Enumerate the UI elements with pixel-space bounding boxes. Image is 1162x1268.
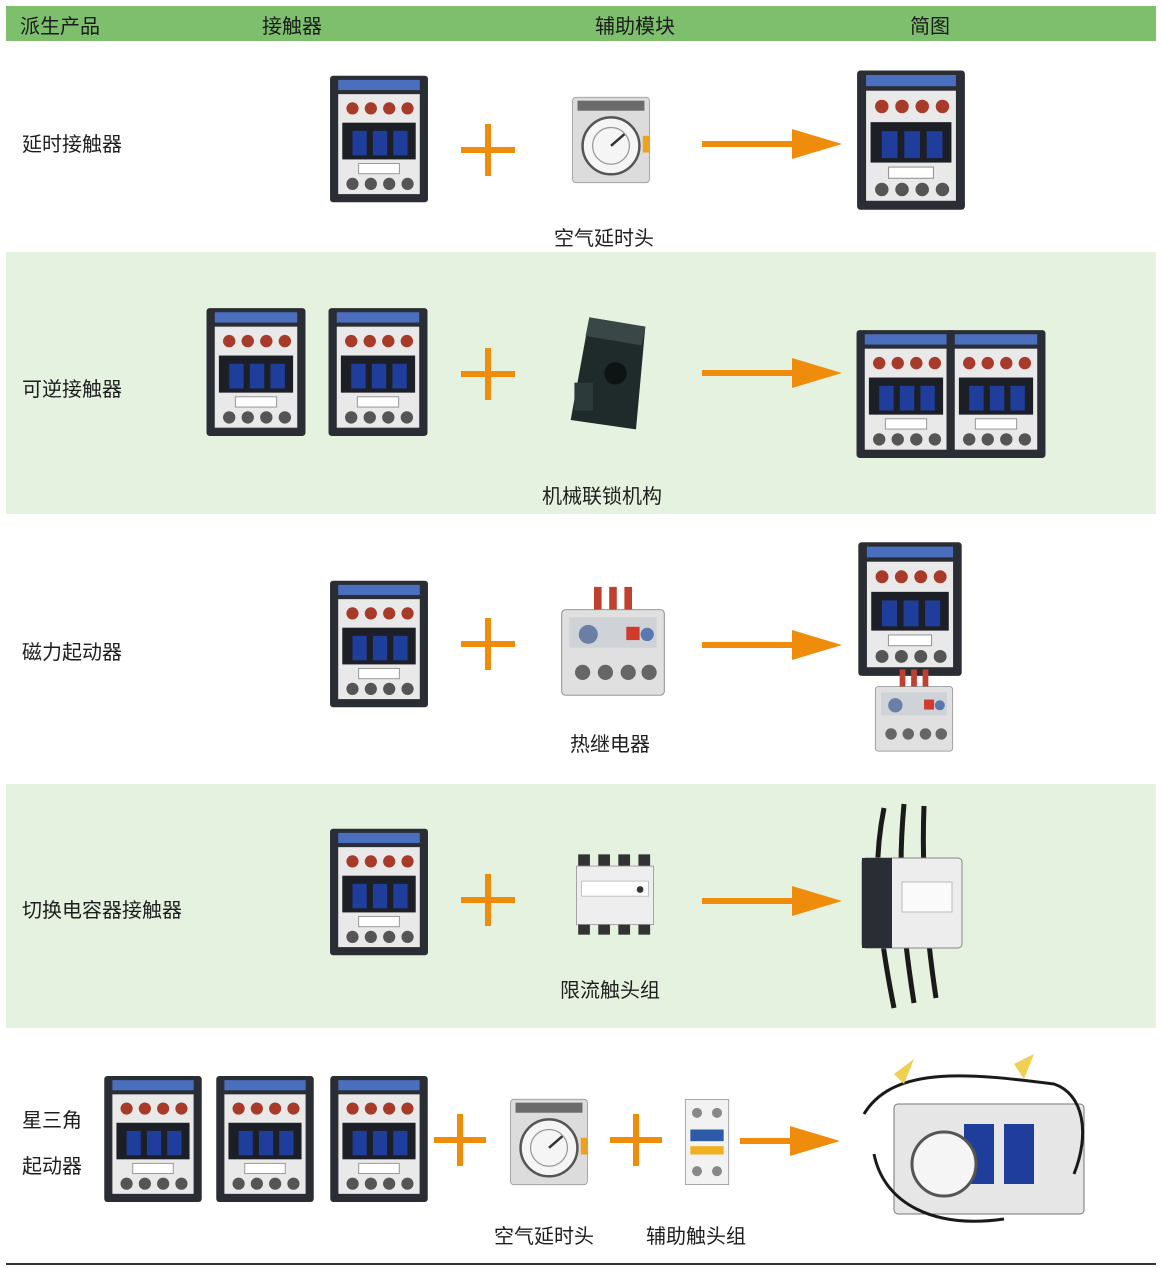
- module-caption: 限流触头组: [560, 978, 660, 1002]
- thermal-relay-icon: [556, 584, 670, 700]
- assembly-icon: [862, 1054, 1085, 1223]
- assembly-icon: [864, 668, 964, 754]
- assembly-icon: [861, 803, 963, 1009]
- arrow-right-icon: [702, 358, 842, 388]
- contactor-icon: [328, 824, 430, 958]
- auxiliary-contact-block-icon: [682, 1096, 732, 1188]
- module-caption: 辅助触头组: [646, 1224, 746, 1248]
- assembly-icon: [854, 326, 958, 460]
- plus-icon: [461, 618, 515, 670]
- time-delay-block-icon: [506, 1096, 592, 1188]
- row-label: 磁力起动器: [22, 640, 122, 664]
- row-label: 延时接触器: [22, 132, 122, 156]
- arrow-right-icon: [740, 1126, 840, 1156]
- arrow-right-icon: [702, 129, 842, 159]
- plus-icon: [610, 1114, 662, 1166]
- header-col-contactor: 接触器: [262, 14, 322, 38]
- table-row: 切换电容器接触器 限流触头组: [6, 784, 1156, 1028]
- contactor-icon: [328, 576, 430, 710]
- contactor-icon: [204, 304, 308, 438]
- arrow-right-icon: [702, 630, 842, 660]
- contactor-icon: [326, 304, 430, 438]
- module-caption: 机械联锁机构: [542, 484, 662, 508]
- header-col-diagram: 简图: [910, 14, 950, 38]
- arrow-right-icon: [702, 886, 842, 916]
- assembly-icon: [854, 538, 966, 678]
- plus-icon: [434, 1114, 486, 1166]
- assembly-icon: [944, 326, 1048, 460]
- contactor-icon: [102, 1072, 204, 1204]
- row-label: 切换电容器接触器: [22, 898, 182, 922]
- module-caption: 热继电器: [570, 732, 650, 756]
- module-caption: 空气延时头: [494, 1224, 594, 1248]
- contactor-icon: [214, 1072, 316, 1204]
- plus-icon: [461, 348, 515, 400]
- table-row: 星三角 起动器 空气延时头 辅助触头组: [6, 1030, 1156, 1260]
- time-delay-block-icon: [568, 94, 654, 186]
- row-label: 可逆接触器: [22, 377, 122, 401]
- mechanical-interlock-icon: [560, 308, 656, 448]
- module-caption: 空气延时头: [554, 226, 654, 250]
- table-row: 延时接触器 空气延时头: [6, 42, 1156, 250]
- plus-icon: [461, 874, 515, 926]
- plus-icon: [461, 124, 515, 176]
- row-label-line2: 起动器: [22, 1154, 82, 1178]
- table-header: 派生产品 接触器 辅助模块 简图: [6, 6, 1156, 41]
- assembly-icon: [854, 66, 968, 212]
- header-col-module: 辅助模块: [595, 14, 675, 38]
- contactor-icon: [328, 70, 430, 206]
- row-label-line1: 星三角: [22, 1108, 82, 1132]
- contact-block-icon: [572, 846, 658, 938]
- table-row: 可逆接触器 机械联锁机构: [6, 252, 1156, 514]
- bottom-rule: [6, 1263, 1156, 1265]
- contactor-icon: [328, 1072, 430, 1204]
- header-col-product: 派生产品: [20, 14, 100, 38]
- table-row: 磁力起动器 热继电器: [6, 516, 1156, 782]
